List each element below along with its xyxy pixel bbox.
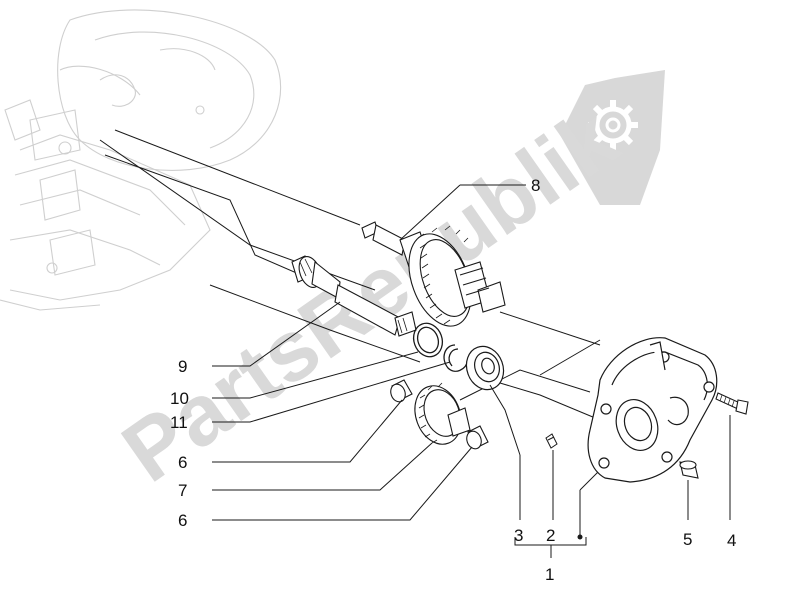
part-11-circlip (443, 344, 469, 372)
callout-9: 9 (178, 357, 187, 376)
callout-6-lower: 6 (178, 511, 187, 530)
watermark-logo (560, 70, 665, 205)
callout-7: 7 (178, 481, 187, 500)
part-5-bushing (679, 460, 699, 479)
part-10-ring (412, 322, 444, 358)
part-6-bushing-lower (466, 425, 489, 450)
callout-labels: 8 9 10 11 6 7 6 3 2 5 4 1 (170, 176, 736, 584)
watermark-text: PartsRepublik (106, 90, 635, 500)
part-3-bearing (465, 345, 505, 391)
part-6-bushing-upper (390, 379, 413, 403)
callout-11: 11 (170, 413, 188, 432)
watermark-badge (560, 70, 665, 205)
callout-5: 5 (683, 530, 692, 549)
part-8-main-shaft (361, 221, 506, 327)
part-4-bolt (715, 392, 749, 415)
callout-10: 10 (170, 389, 189, 408)
callout-6-upper: 6 (178, 453, 187, 472)
callout-8: 8 (531, 176, 540, 195)
gear-icon (588, 100, 638, 150)
callout-1: 1 (545, 565, 554, 584)
part-2-dowel-pin (545, 433, 558, 449)
callout-leader-lines (212, 184, 731, 558)
part-1-cover-housing (587, 337, 718, 483)
part-7-intermediate-gear (414, 382, 471, 445)
callout-dot-1 (577, 534, 583, 540)
callout-2: 2 (546, 526, 555, 545)
callout-3: 3 (514, 526, 523, 545)
ghost-engine-housing (0, 9, 282, 311)
part-9-secondary-shaft (291, 255, 417, 337)
callout-4: 4 (727, 531, 736, 550)
